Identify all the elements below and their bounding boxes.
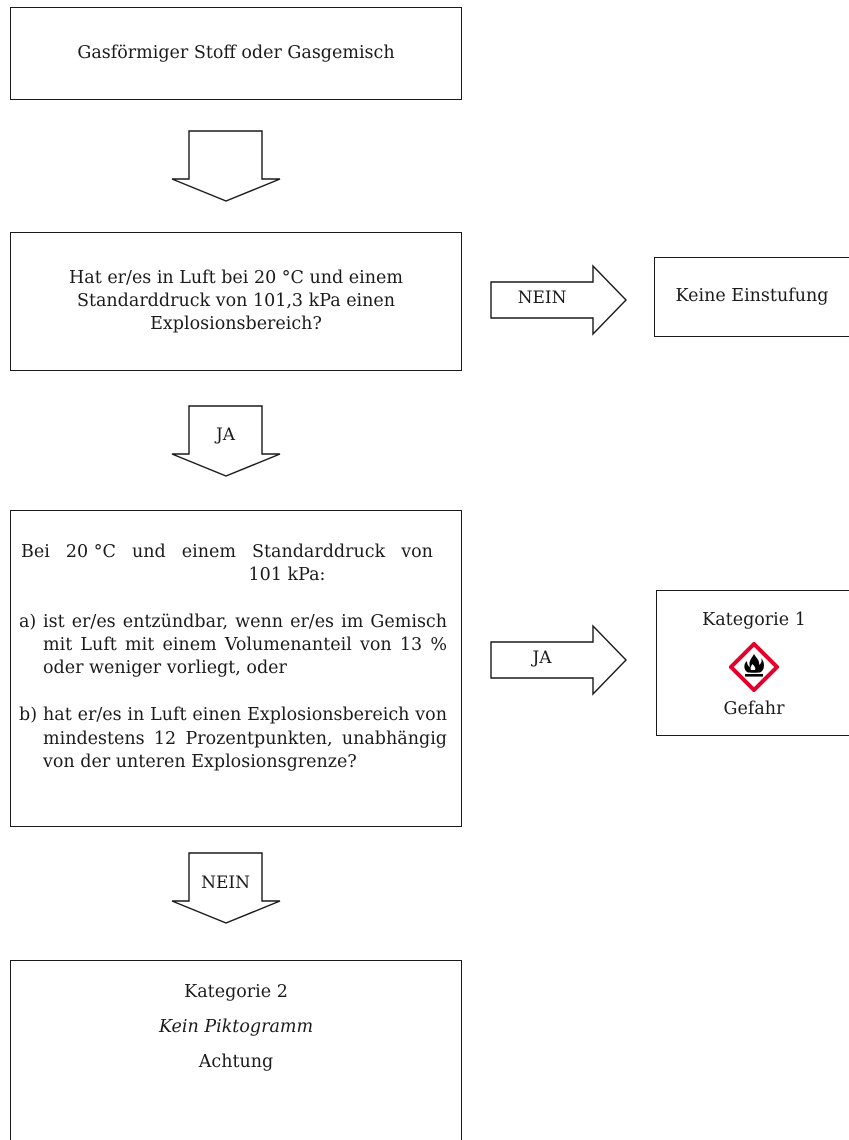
arrow-down-1 — [171, 130, 281, 202]
question-1-line-1: Hat er/es in Luft bei 20 °C und einem — [69, 267, 403, 288]
category-2-signal-word: Achtung — [198, 1052, 274, 1073]
category-2-box: Kategorie 2 Kein Piktogramm Achtung — [10, 960, 462, 1140]
question-2-heading: Bei 20 °C und einem Standarddruck von 10… — [21, 541, 433, 587]
category-1-signal-word: Gefahr — [723, 699, 785, 720]
arrow-right-yes-2 — [490, 624, 627, 696]
question-1-line-2: Standarddruck von 101,3 kPa einen — [76, 290, 396, 311]
item-b-text: hat er/es in Luft einen Explosionsbereic… — [43, 705, 447, 772]
category-2-pictogram-note: Kein Piktogramm — [158, 1017, 314, 1038]
question-2-heading-word: von — [401, 542, 433, 562]
question-2-heading-word: Standarddruck — [252, 542, 386, 562]
no-classification-text: Keine Einstufung — [675, 286, 829, 307]
question-2-item-b: b) hat er/es in Luft einen Explosionsber… — [19, 704, 447, 773]
question-2-item-a: a) ist er/es entzündbar, wenn er/es im G… — [19, 611, 447, 680]
arrow-down-no-2-label: NEIN — [201, 873, 250, 893]
question-1-line-3: Explosionsbereich? — [150, 314, 322, 335]
item-a-text: ist er/es entzündbar, wenn er/es im Gemi… — [43, 612, 447, 679]
flame-pictogram-icon — [729, 642, 779, 693]
no-classification-box: Keine Einstufung — [654, 257, 849, 337]
category-2-title: Kategorie 2 — [184, 982, 288, 1002]
question-2-heading-word: und — [131, 542, 166, 562]
arrow-right-no-1-label: NEIN — [517, 288, 567, 308]
question-2-heading-word: Bei — [21, 542, 50, 562]
question-2-box: Bei 20 °C und einem Standarddruck von 10… — [10, 510, 462, 827]
question-2-heading-line-2: 101 kPa: — [248, 565, 326, 586]
question-1-box: Hat er/es in Luft bei 20 °C und einem St… — [10, 232, 462, 371]
arrow-right-no-1 — [490, 264, 627, 336]
category-1-box: Kategorie 1 Gefahr — [656, 590, 849, 736]
question-2-heading-word: 20 °C — [65, 542, 116, 562]
item-b-marker: b) — [19, 705, 38, 726]
arrow-down-no-2 — [171, 852, 281, 924]
arrow-down-yes-1 — [171, 405, 281, 477]
category-1-title: Kategorie 1 — [702, 610, 806, 630]
arrow-right-yes-2-label: JA — [532, 648, 552, 668]
question-1-text: Hat er/es in Luft bei 20 °C und einem St… — [69, 267, 403, 336]
start-box: Gasförmiger Stoff oder Gasgemisch — [10, 7, 462, 100]
item-a-marker: a) — [19, 612, 37, 633]
question-2-heading-word: einem — [181, 542, 236, 562]
start-box-text: Gasförmiger Stoff oder Gasgemisch — [77, 42, 395, 63]
arrow-down-yes-1-label: JA — [215, 425, 236, 445]
